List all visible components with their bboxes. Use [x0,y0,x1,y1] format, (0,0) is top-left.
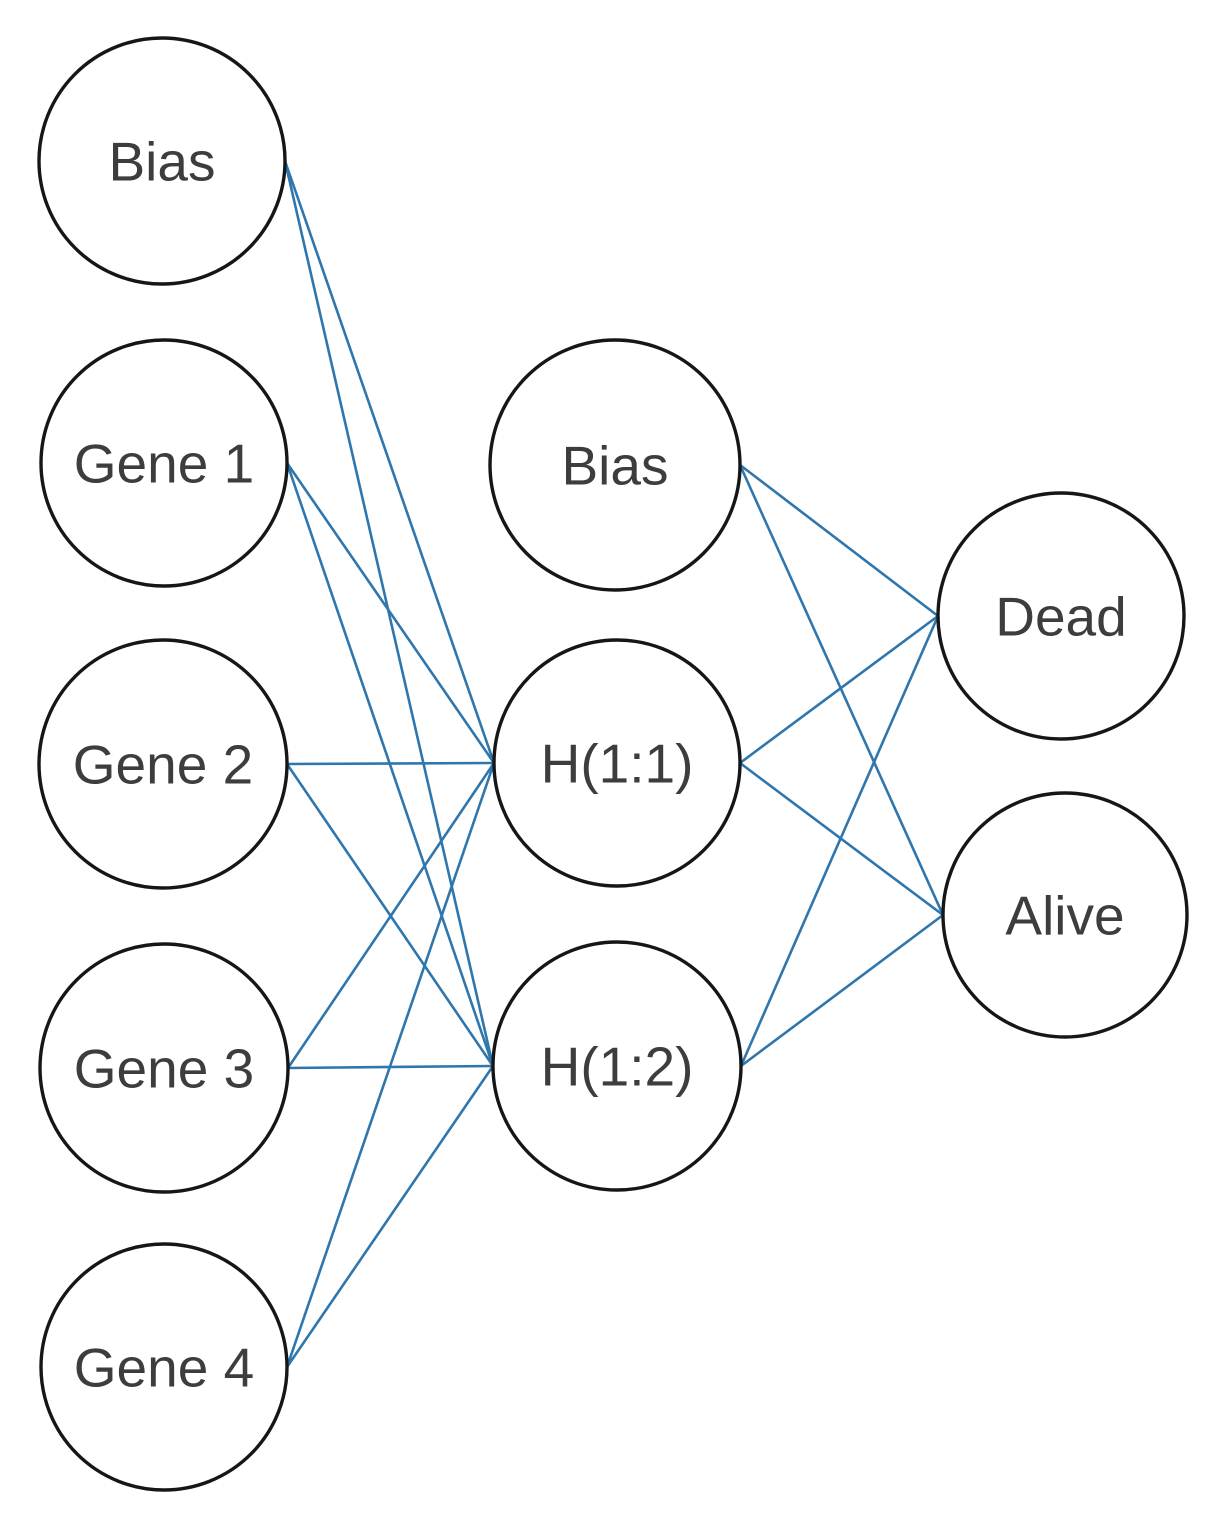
node-circle-gene-4 [39,1242,289,1492]
node-alive: Alive [941,791,1189,1039]
edge-hidden-bias-to-alive [738,464,945,916]
node-circle-h-1-2 [491,940,743,1192]
node-dead: Dead [936,491,1186,741]
node-label-hidden-bias: Bias [562,434,669,496]
node-hidden-bias: Bias [488,338,742,592]
node-gene-4: Gene 4 [39,1242,289,1492]
node-h-1-2: H(1:2) [491,940,743,1192]
edge-gene-3-to-h-1-1 [286,762,496,1069]
node-label-gene-3: Gene 3 [74,1037,254,1099]
node-label-gene-2: Gene 2 [73,733,253,795]
node-label-gene-4: Gene 4 [74,1336,254,1398]
node-label-alive: Alive [1005,884,1124,946]
node-label-input-bias: Bias [109,130,216,192]
edge-h-1-2-to-alive [740,913,944,1068]
edge-gene-4-to-h-1-2 [285,1065,495,1368]
edge-input-bias-to-h-1-1 [283,160,496,764]
edge-h-1-2-to-dead [739,615,940,1067]
node-label-dead: Dead [995,585,1126,647]
node-circle-hidden-bias [488,338,742,592]
node-gene-1: Gene 1 [39,338,289,588]
node-circle-gene-1 [39,338,289,588]
node-label-gene-1: Gene 1 [74,432,254,494]
node-h-1-1: H(1:1) [492,638,742,888]
node-gene-2: Gene 2 [37,638,289,890]
node-label-h-1-1: H(1:1) [541,732,694,794]
edge-gene-4-to-h-1-1 [285,762,496,1368]
node-circle-alive [941,791,1189,1039]
edge-gene-1-to-h-1-1 [285,462,496,764]
edge-input-bias-to-h-1-2 [283,160,495,1067]
edge-hidden-bias-to-dead [739,463,939,618]
edges-group [283,160,945,1368]
node-circle-h-1-1 [492,638,742,888]
node-circle-dead [936,491,1186,741]
node-input-bias: Bias [37,36,287,286]
node-gene-3: Gene 3 [38,942,290,1194]
node-circle-gene-3 [38,942,290,1194]
edge-h-1-1-to-dead [739,614,939,765]
edge-gene-2-to-h-1-1 [286,761,495,766]
node-label-h-1-2: H(1:2) [541,1035,694,1097]
node-circle-gene-2 [37,638,289,890]
node-circle-input-bias [37,36,287,286]
